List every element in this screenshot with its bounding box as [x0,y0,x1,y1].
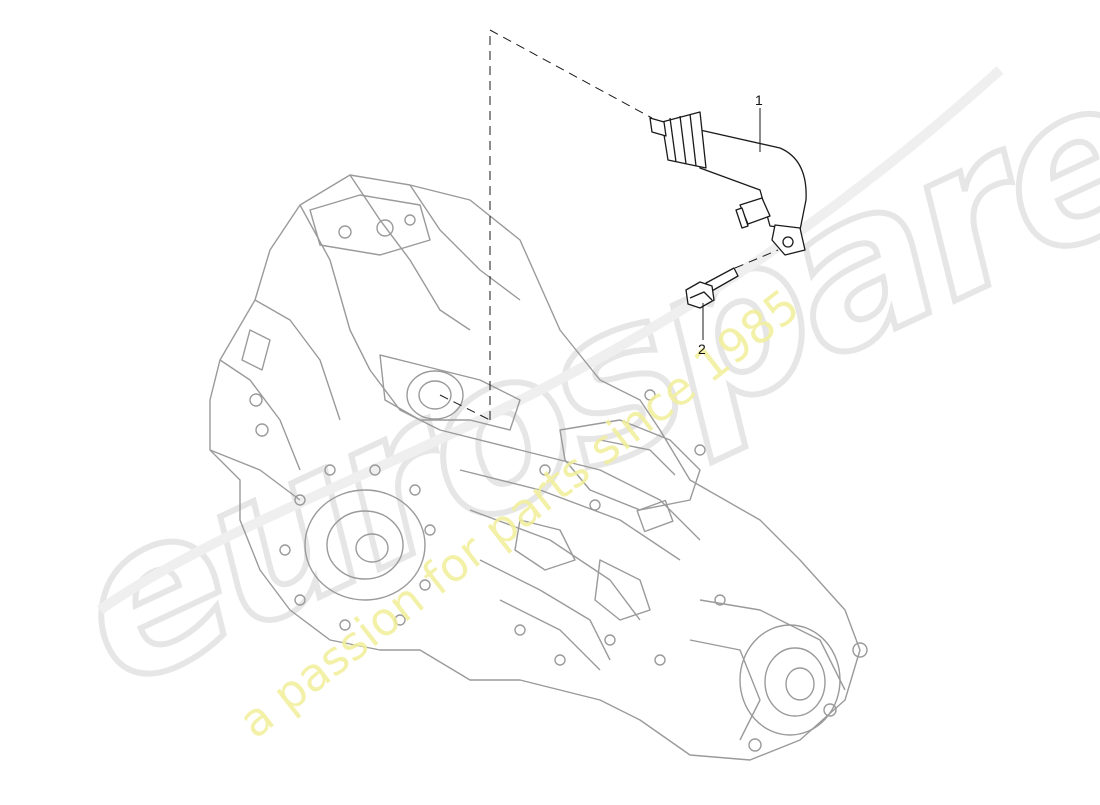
callout-leaders [702,108,761,340]
part-1-slave-cylinder[interactable] [649,111,807,256]
watermark-logo: eurospares [35,0,1100,738]
watermark-logo-text: eurospares [38,0,1100,735]
callout-2-number: 2 [698,341,706,357]
part-2-bolt[interactable] [685,267,739,309]
watermark-swoosh [97,66,1004,615]
transmission-housing [209,174,868,761]
dashed-line-bolt [734,249,779,269]
dashed-line-mount [439,394,491,421]
callout-1-number: 1 [755,92,763,108]
assembly-leader-lines [439,29,779,421]
dashed-line-cylinder [489,29,653,420]
